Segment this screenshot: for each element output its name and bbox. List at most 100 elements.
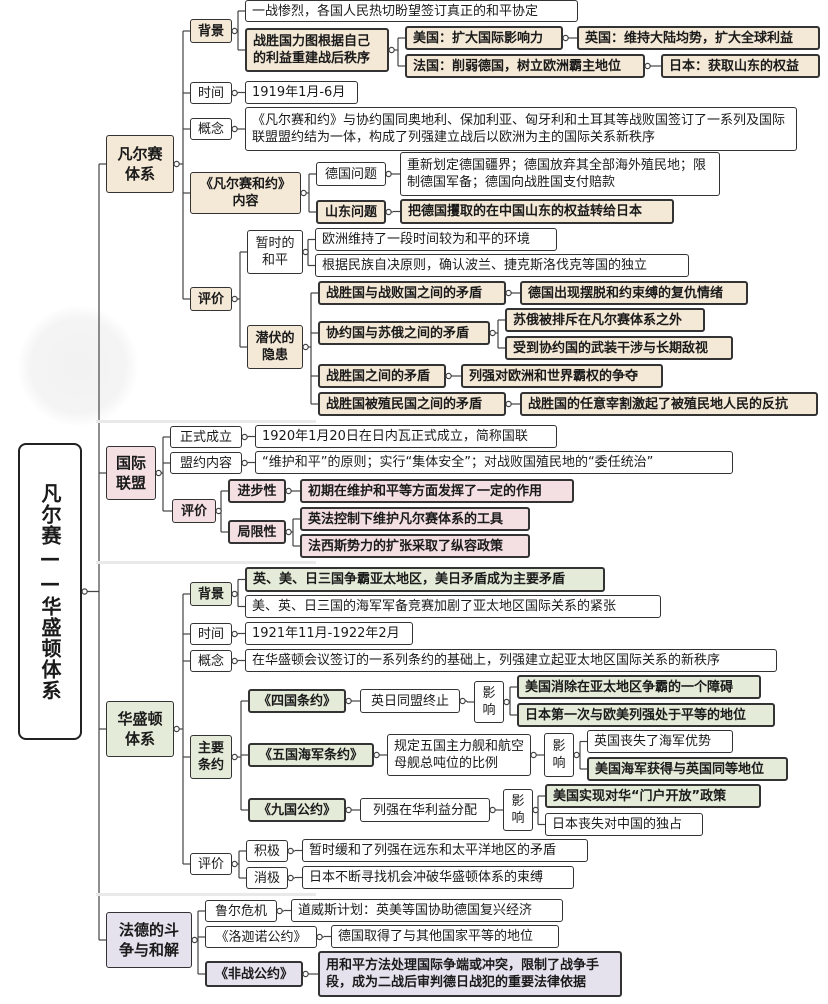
connector-node [385, 208, 392, 216]
ws-background-1: 英、美、日三国争霸亚太地区，美日矛盾成为主要矛盾 [245, 567, 605, 592]
vs-conflict-2-result-2: 受到协约国的武装干涉与长期敌视 [505, 336, 733, 360]
ws-five-power-treaty: 《五国海军条约》 [248, 743, 374, 767]
connector-node [231, 657, 238, 665]
ws-negative: 消极 [246, 867, 288, 889]
lon-progressive-value: 初期在维护和平等方面发挥了一定的作用 [300, 479, 574, 503]
vs-france: 法国：削弱德国，树立欧洲霸主地位 [405, 54, 645, 78]
lon-limitation-value-2: 法西斯势力的扩张采取了纵容政策 [300, 534, 530, 558]
connector-node [373, 751, 380, 759]
connector-node [276, 907, 283, 915]
connector-node [287, 874, 294, 882]
fg-locarno-treaty: 《洛迦诺公约》 [205, 926, 317, 948]
ws-four-power-impact-2: 日本第一次与欧美列强处于平等的地位 [517, 703, 775, 727]
connector-node [530, 751, 537, 759]
connector-node [231, 860, 238, 868]
connector-node [573, 751, 580, 759]
ws-nine-power-content: 列强在华利益分配 [360, 798, 490, 822]
vs-evaluation: 评价 [190, 287, 232, 311]
vs-shandong-issue-value: 把德国攫取的在中国山东的权益转给日本 [400, 199, 674, 224]
connector-node [173, 160, 180, 168]
ws-time-value: 1921年11月-1922年2月 [245, 622, 413, 645]
ws-evaluation: 评价 [190, 853, 232, 875]
divider-3 [96, 893, 316, 896]
vs-conflict-4: 战胜国被殖民国之间的矛盾 [318, 392, 506, 416]
connector-node [300, 189, 307, 197]
ws-positive-value: 暂时缓和了列强在远东和太平洋地区的矛盾 [302, 839, 588, 862]
connector-node [241, 459, 248, 467]
ws-four-power-impact-1: 美国消除在亚太地区争霸的一个障碍 [517, 675, 761, 699]
ws-background: 背景 [190, 582, 232, 606]
ws-five-power-impact: 影响 [544, 733, 574, 777]
ws-time: 时间 [190, 623, 232, 645]
ws-five-power-impact-2: 美国海军获得与英国同等地位 [587, 757, 788, 781]
vs-britain: 英国：维持大陆均势，扩大全球利益 [577, 26, 820, 50]
connector-node [302, 343, 309, 351]
connector-node [503, 698, 510, 706]
fg-locarno-treaty-value: 德国取得了与其他国家平等的地位 [331, 925, 559, 948]
vs-conflict-4-result: 战胜国的任意宰割激起了被殖民地人民的反抗 [520, 392, 818, 416]
connector-node [191, 936, 198, 944]
ws-nine-power-impact-2: 日本丧失对中国的独占 [545, 813, 703, 836]
connector-node [644, 62, 651, 70]
lon-establishment: 正式成立 [170, 426, 242, 448]
ws-nine-power-impact: 影响 [503, 789, 533, 831]
connector-node [489, 329, 496, 337]
lon-limitation: 局限性 [228, 520, 286, 544]
lon-establishment-value: 1920年1月20日在日内瓦正式成立，简称国联 [255, 425, 557, 448]
vs-background-2: 战胜国力图根据自己的利益重建战后秩序 [245, 28, 389, 72]
connector-node [505, 289, 512, 297]
vs-shandong-issue: 山东问题 [316, 200, 386, 224]
vs-conflict-3-result: 列强对欧洲和世界霸权的争夺 [461, 364, 663, 388]
root-title: 凡尔赛——华盛顿体系 [18, 443, 82, 740]
section-franco-german: 法德的斗争与和解 [106, 912, 192, 968]
connector-node [215, 507, 222, 515]
connector-node [155, 469, 162, 477]
connector-node [285, 487, 292, 495]
lon-limitation-value-1: 英法控制下维护凡尔赛体系的工具 [300, 507, 530, 531]
divider-2 [96, 561, 316, 564]
vs-temporary-peace: 暂时的和平 [247, 230, 303, 274]
vs-conflict-1: 战胜国与战败国之间的矛盾 [318, 281, 506, 305]
connector-node [505, 400, 512, 408]
ws-five-power-impact-1: 英国丧失了海军优势 [587, 730, 733, 753]
vs-conflict-2: 协约国与苏俄之间的矛盾 [318, 321, 490, 345]
fg-ruhr-crisis: 鲁尔危机 [205, 900, 277, 922]
connector-node [231, 590, 238, 598]
connector-node [231, 27, 238, 35]
ws-concept-value: 在华盛顿会议签订的一系列条约的基础上，列强建立起亚太地区国际关系的新秩序 [245, 649, 777, 672]
connector-node [285, 528, 292, 536]
connector-node [316, 933, 323, 941]
connector-node [231, 125, 238, 133]
connector-node [81, 588, 88, 595]
vs-background: 背景 [190, 19, 232, 43]
connector-node [459, 697, 466, 705]
connector-node [302, 248, 309, 256]
vs-concept-value: 《凡尔赛和约》与协约国同奥地利、保加利亚、匈牙利和土耳其等战败国签订了一系列及国… [245, 107, 797, 151]
connector-node [489, 806, 496, 814]
section-league-of-nations: 国际联盟 [106, 446, 156, 500]
vs-background-1: 一战惨烈，各国人民热切盼望签订真正的和平协定 [245, 0, 578, 22]
lon-covenant: 盟约内容 [170, 452, 242, 474]
connector-node [231, 630, 238, 638]
vs-conflict-2-result-1: 苏俄被排斥在凡尔赛体系之外 [505, 308, 705, 332]
connector-node [231, 753, 238, 761]
connector-node [231, 89, 238, 97]
lon-progressive: 进步性 [228, 479, 286, 503]
vs-germany-issue: 德国问题 [316, 162, 386, 186]
ws-main-treaties: 主要条约 [190, 735, 232, 779]
ws-four-power-treaty: 《四国条约》 [248, 689, 346, 713]
vs-time-value: 1919年1月-6月 [245, 81, 358, 104]
ws-four-power-impact: 影响 [474, 681, 504, 723]
connector-node [345, 697, 352, 705]
lon-evaluation: 评价 [172, 499, 216, 523]
divider-1 [96, 420, 316, 423]
connector-node [445, 372, 452, 380]
vs-peace-1: 欧洲维持了一段时间较为和平的环境 [315, 228, 557, 251]
vs-treaty-content: 《凡尔赛和约》内容 [190, 172, 301, 214]
connector-node [287, 847, 294, 855]
ws-background-2: 美、英、日三国的海军军备竞赛加剧了亚太地区国际关系的紧张 [245, 595, 661, 618]
ws-positive: 积极 [246, 840, 288, 862]
vs-germany-issue-value: 重新划定德国疆界；德国放弃其全部海外殖民地；限制德国军备；德国向战胜国支付赔款 [400, 152, 720, 196]
